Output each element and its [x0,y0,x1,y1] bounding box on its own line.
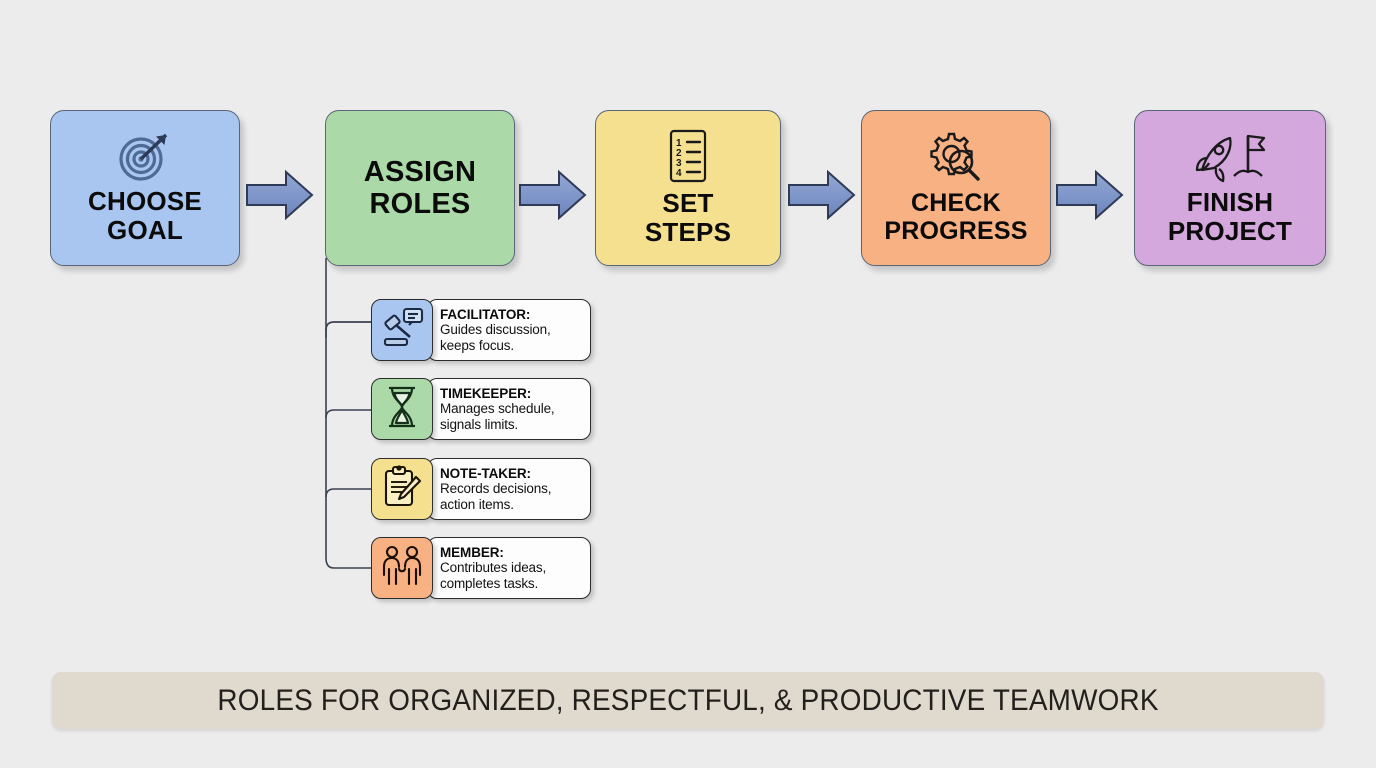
svg-text:4: 4 [676,168,682,179]
svg-text:3: 3 [676,158,682,169]
footer-banner-text: ROLES FOR ORGANIZED, RESPECTFUL, & PRODU… [217,683,1159,717]
role-chip [371,299,433,361]
role-card-facilitator[interactable]: FACILITATOR: Guides discussion, keeps fo… [371,299,591,361]
flow-step-check-progress[interactable]: CHECK PROGRESS [861,110,1051,266]
hourglass-icon [382,384,422,435]
flow-step-finish-project[interactable]: FINISH PROJECT [1134,110,1326,266]
svg-text:1: 1 [676,138,682,149]
rocket-flag-icon [1192,130,1268,184]
flow-arrow [788,168,856,222]
flow-step-set-steps[interactable]: 1 2 3 4 SET STEPS [595,110,781,266]
role-description: Manages schedule, signals limits. [440,401,555,432]
two-people-icon [379,544,425,593]
flow-arrow [246,168,314,222]
clipboard-pencil-icon [380,464,424,515]
role-card-member[interactable]: MEMBER: Contributes ideas, completes tas… [371,537,591,599]
role-text: TIMEKEEPER: Manages schedule, signals li… [427,378,591,440]
role-title: MEMBER: [440,545,504,561]
role-description: Guides discussion, keeps focus. [440,322,551,353]
flow-step-label: FINISH PROJECT [1167,186,1293,246]
gear-magnifier-icon [927,131,985,185]
role-text: NOTE-TAKER: Records decisions, action it… [427,458,591,520]
flow-arrow [1056,168,1124,222]
role-chip [371,537,433,599]
flow-arrow [519,168,587,222]
role-chip [371,458,433,520]
role-connector-lines [320,258,390,578]
role-description: Records decisions, action items. [440,481,552,512]
role-text: MEMBER: Contributes ideas, completes tas… [427,537,591,599]
flow-step-label: SET STEPS [644,187,732,247]
role-title: TIMEKEEPER: [440,386,532,402]
flow-step-choose-goal[interactable]: CHOOSE GOAL [50,110,240,266]
svg-text:2: 2 [676,148,682,159]
flow-step-label: ASSIGN ROLES [363,155,477,220]
flow-step-label: CHOOSE GOAL [88,185,202,245]
target-arrow-icon [116,131,174,183]
numbered-list-icon: 1 2 3 4 [665,129,711,185]
role-description: Contributes ideas, completes tasks. [440,560,547,591]
role-card-timekeeper[interactable]: TIMEKEEPER: Manages schedule, signals li… [371,378,591,440]
role-title: NOTE-TAKER: [440,466,531,482]
role-title: FACILITATOR: [440,307,531,323]
role-card-note-taker[interactable]: NOTE-TAKER: Records decisions, action it… [371,458,591,520]
gavel-speech-icon [379,306,425,355]
role-text: FACILITATOR: Guides discussion, keeps fo… [427,299,591,361]
flow-step-assign-roles[interactable]: ASSIGN ROLES [325,110,515,266]
footer-banner: ROLES FOR ORGANIZED, RESPECTFUL, & PRODU… [52,672,1324,729]
flow-step-label: CHECK PROGRESS [884,189,1028,245]
role-chip [371,378,433,440]
